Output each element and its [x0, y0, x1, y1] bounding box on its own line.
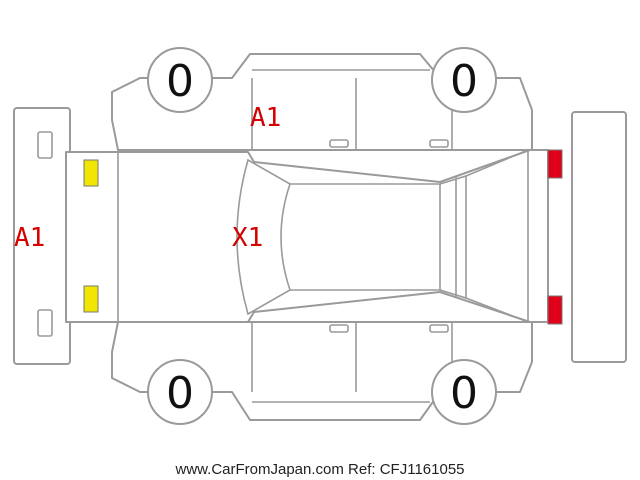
front-light-bottom [83, 285, 99, 313]
rear-light-bottom [547, 295, 563, 325]
wheel-front-right: 0 [147, 359, 213, 425]
wheel-rear-right-value: 0 [450, 368, 478, 419]
rear-light-top [547, 149, 563, 179]
damage-code-front-bumper: A1 [14, 223, 45, 253]
rear-bumper [571, 111, 627, 363]
wheel-rear-left-value: 0 [450, 56, 478, 107]
wheel-rear-right: 0 [431, 359, 497, 425]
wheel-front-left: 0 [147, 47, 213, 113]
front-light-top [83, 159, 99, 187]
car-bottom-side [111, 321, 533, 421]
watermark-text: www.CarFromJapan.com Ref: CFJ1161055 [175, 461, 465, 478]
car-top-side [111, 53, 533, 151]
wheel-rear-left: 0 [431, 47, 497, 113]
roof [290, 183, 441, 291]
rear-window [439, 174, 467, 300]
damage-code-left-front-door: A1 [250, 103, 281, 133]
wheel-front-right-value: 0 [166, 368, 194, 419]
wheel-front-left-value: 0 [166, 56, 194, 107]
damage-code-hood: X1 [232, 223, 263, 253]
windshield [236, 158, 291, 316]
car-body-top-view [65, 148, 549, 324]
trunk-lid [465, 148, 529, 324]
